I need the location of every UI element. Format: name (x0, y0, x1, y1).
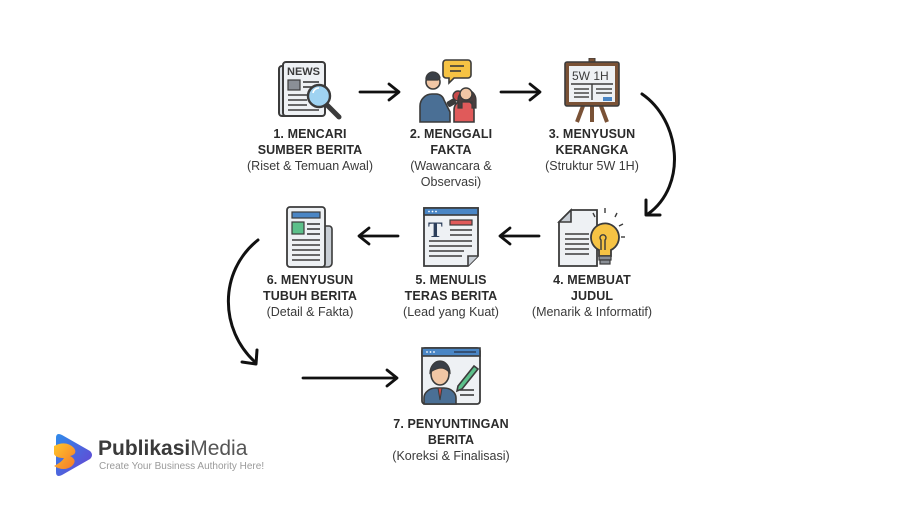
step-4-subtitle: (Menarik & Informatif) (531, 305, 653, 319)
arrow-to-7 (301, 368, 399, 388)
step-2-subtitle-line1: (Wawancara & (410, 159, 492, 173)
interview-icon (419, 59, 477, 123)
step-2-title-line1: 2. MENGGALI (409, 127, 493, 141)
newspaper-magnifier-icon: NEWS (278, 61, 342, 120)
arrow-3-to-4-curved (640, 92, 676, 217)
step-5-title-line2: TERAS BERITA (404, 289, 498, 303)
publikasi-media-logo: PublikasiMedia Create Your Business Auth… (50, 432, 270, 482)
logo-brand-bold: Publikasi (98, 437, 191, 460)
step-5-subtitle: (Lead yang Kuat) (403, 305, 499, 319)
step-3-title-line1: 3. MENYUSUN (548, 127, 636, 141)
step-7-title-line2: BERITA (427, 433, 475, 447)
step-2-title-line2: FAKTA (430, 143, 472, 157)
svg-text:5W 1H: 5W 1H (572, 69, 609, 83)
step-4-title-line1: 4. MEMBUAT (553, 273, 631, 287)
arrow-4-to-5 (498, 226, 541, 246)
arrow-2-to-3 (499, 82, 542, 102)
logo-play-mark-icon (54, 434, 92, 476)
step-3-subtitle: (Struktur 5W 1H) (545, 159, 639, 173)
easel-board-icon: 5W 1H (564, 58, 620, 123)
step-2-subtitle-line2: Observasi) (420, 175, 482, 189)
step-6-title-line2: TUBUH BERITA (262, 289, 358, 303)
step-1-title-line1: 1. MENCARI (273, 127, 347, 141)
step-1-title-line2: SUMBER BERITA (257, 143, 363, 157)
step-7-subtitle: (Koreksi & Finalisasi) (392, 449, 510, 463)
svg-text:NEWS: NEWS (287, 66, 320, 78)
logo-tagline: Create Your Business Authority Here! (99, 461, 265, 472)
step-4-title-line2: JUDUL (570, 289, 614, 303)
step-1-subtitle: (Riset & Temuan Awal) (247, 159, 373, 173)
svg-text:T: T (428, 217, 443, 242)
step-7-title-line1: 7. PENYUNTINGAN (393, 417, 509, 431)
logo-brand-light: Media (190, 437, 248, 460)
step-3-title-line2: KERANGKA (555, 143, 629, 157)
logo-brand-name: PublikasiMedia (98, 437, 247, 461)
editor-person-pen-icon (421, 347, 481, 405)
newspaper-icon (286, 206, 333, 268)
step-5-title-line1: 5. MENULIS (415, 273, 487, 287)
arrow-6-to-7-curved (227, 238, 260, 366)
arrow-1-to-2 (358, 82, 401, 102)
text-document-icon: T (423, 207, 479, 267)
step-6-subtitle: (Detail & Fakta) (266, 305, 354, 319)
document-lightbulb-icon (557, 208, 625, 267)
step-6-title-line1: 6. MENYUSUN (266, 273, 354, 287)
arrow-5-to-6 (357, 226, 400, 246)
